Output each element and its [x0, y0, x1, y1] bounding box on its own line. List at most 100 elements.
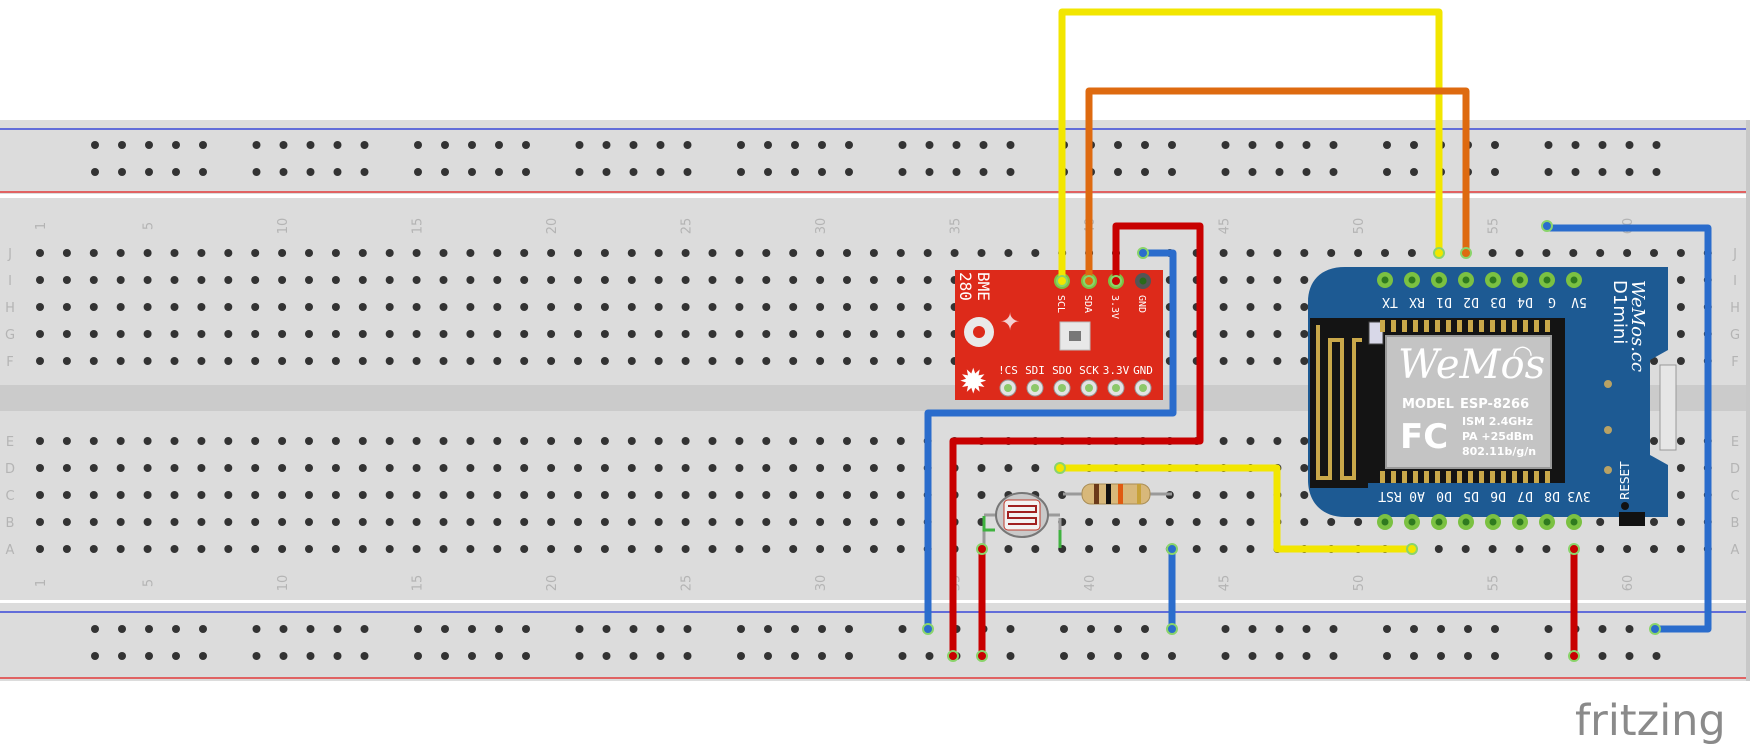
row-label: G [5, 328, 15, 343]
row-label: H [1730, 301, 1740, 316]
bme280-bottom-pin-label: SDO [1052, 364, 1072, 377]
column-number: 5 [142, 222, 157, 230]
wire-yellow-a0[interactable] [1056, 464, 1416, 553]
wire-orange-sda[interactable] [1085, 87, 1470, 285]
row-label: G [1730, 328, 1740, 343]
bme280-bottom-pin-label: SDI [1025, 364, 1045, 377]
gear-icon: ✹ [959, 362, 988, 402]
row-label: J [7, 247, 12, 262]
d1mini-top-pin-label: RX [1409, 294, 1425, 309]
bme280-bottom-pin-label: SCK [1079, 364, 1099, 377]
usb-connector [1659, 364, 1677, 451]
d1mini-bottom-pin-label: D8 [1544, 488, 1560, 503]
d1mini-top-pin-label: D3 [1490, 294, 1506, 309]
fc-mark: FC [1400, 417, 1448, 457]
flame-icon: ✦ [1000, 308, 1020, 336]
top-power-rail [0, 120, 1748, 194]
bme280-top-pin-label: SCL [1055, 295, 1066, 313]
row-label: F [1731, 355, 1738, 370]
row-label: H [5, 301, 15, 316]
column-number: 45 [1218, 575, 1233, 592]
column-number: 30 [814, 575, 829, 592]
d1mini-module: WeMos ◠ MODEL ESP-8266 FC ISM 2.4GHz PA … [1308, 267, 1677, 530]
row-label: B [1731, 516, 1740, 531]
row-label: E [6, 435, 14, 450]
d1mini-bottom-pin-label: A0 [1409, 488, 1425, 503]
shield-brand: WeMos [1398, 342, 1545, 388]
column-number: 15 [411, 218, 426, 235]
bme280-name-line2: 280 [956, 272, 975, 301]
column-number: 20 [545, 575, 560, 592]
shield-model: ESP-8266 [1460, 397, 1529, 412]
column-number: 50 [1352, 575, 1367, 592]
row-label: I [8, 274, 12, 289]
column-number: 15 [411, 575, 426, 592]
column-number: 20 [545, 218, 560, 235]
row-label: C [1730, 489, 1739, 504]
bme280-top-pin-label: SDA [1082, 295, 1093, 313]
column-number: 25 [680, 218, 695, 235]
wire-red-3v3[interactable] [949, 222, 1204, 660]
column-number: 55 [1487, 575, 1502, 592]
shield-spec-1: ISM 2.4GHz [1462, 415, 1533, 428]
d1mini-bottom-pin-label: D0 [1436, 488, 1452, 503]
reset-label: RESET [1618, 461, 1632, 500]
bme280-bottom-pin-label: 3.3V [1103, 364, 1130, 377]
column-number: 30 [814, 218, 829, 235]
d1mini-top-pin-label: D4 [1517, 294, 1533, 309]
bme280-name-line1: BME [974, 272, 993, 301]
bme280-bottom-pin-label: !CS [998, 364, 1018, 377]
column-number: 5 [142, 579, 157, 587]
column-number: 55 [1487, 218, 1502, 235]
reset-button [1619, 512, 1645, 526]
row-label: C [5, 489, 14, 504]
column-number: 50 [1352, 218, 1367, 235]
row-label: D [1730, 462, 1740, 477]
wire-blue-gnd[interactable] [924, 249, 1177, 633]
row-label: B [6, 516, 15, 531]
fritzing-logo: fritzing [1575, 696, 1726, 746]
photoresistor [982, 492, 1062, 548]
d1mini-bottom-pin-label: D5 [1463, 488, 1479, 503]
d1mini-top-pin-label: 5V [1571, 294, 1587, 309]
d1mini-top-pin-label: D2 [1463, 294, 1479, 309]
column-number: 10 [276, 218, 291, 235]
resistor [1063, 483, 1172, 505]
d1mini-bottom-pin-label: D7 [1517, 488, 1533, 503]
d1mini-name: D1mini [1609, 280, 1630, 344]
wire-yellow-scl[interactable] [1058, 8, 1443, 285]
row-label: F [6, 355, 13, 370]
shield-model-label: MODEL [1402, 397, 1454, 412]
column-number: 10 [276, 575, 291, 592]
row-label: A [1731, 543, 1740, 558]
column-number: 1 [34, 222, 49, 230]
d1mini-site: WeMos.cc [1627, 280, 1648, 372]
column-number: 45 [1218, 218, 1233, 235]
d1mini-bottom-pin-label: RST [1378, 488, 1402, 503]
bme280-top-pin-label: 3.3V [1109, 295, 1120, 319]
column-number: 60 [1621, 575, 1636, 592]
d1mini-bottom-pin-label: D6 [1490, 488, 1506, 503]
bme280-bottom-pin-label: GND [1133, 364, 1153, 377]
d1mini-top-pin-label: D1 [1436, 294, 1452, 309]
wifi-icon: ◠ [1512, 340, 1533, 368]
column-number: 40 [1083, 575, 1098, 592]
column-number: 25 [680, 575, 695, 592]
d1mini-bottom-pin-label: 3V3 [1567, 488, 1590, 503]
row-label: E [1731, 435, 1739, 450]
shield-spec-2: PA +25dBm [1462, 430, 1534, 443]
d1mini-top-pin-label: G [1548, 294, 1556, 309]
board-right-edge [1746, 120, 1750, 681]
shield-spec-3: 802.11b/g/n [1462, 445, 1536, 458]
bme280-top-pin-label: GND [1136, 295, 1147, 313]
row-label: J [1732, 247, 1737, 262]
d1mini-top-pin-label: TX [1382, 294, 1398, 309]
wires [922, 8, 1712, 662]
column-number: 35 [949, 218, 964, 235]
column-number: 1 [34, 579, 49, 587]
bottom-power-rail [0, 603, 1748, 681]
row-label: D [5, 462, 15, 477]
